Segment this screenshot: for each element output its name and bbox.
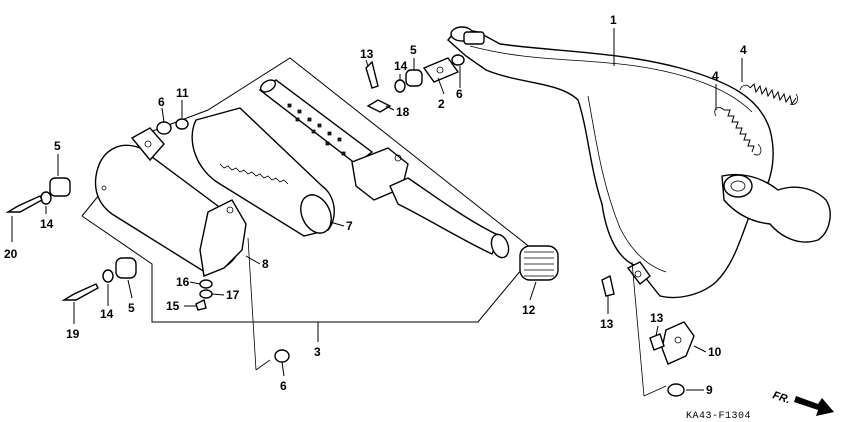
muffler-shell xyxy=(94,127,247,277)
callout-14-lower: 14 xyxy=(100,307,114,321)
callout-13-top: 13 xyxy=(360,47,374,61)
callout-5-lower: 5 xyxy=(128,301,135,315)
washer-16 xyxy=(199,279,213,289)
nut-5-left xyxy=(49,177,71,197)
callout-6-right: 6 xyxy=(456,87,463,101)
collar-6-top xyxy=(156,121,172,135)
collar-6-right xyxy=(451,54,465,66)
washer-14-top xyxy=(394,79,406,93)
callout-16: 16 xyxy=(176,275,190,289)
inner-perforated-pipe xyxy=(258,79,510,259)
bolt-13-mid xyxy=(601,274,615,297)
nut-5-lower xyxy=(115,257,137,279)
gasket-2 xyxy=(422,57,460,83)
callout-14-top: 14 xyxy=(394,59,408,73)
callout-5-top: 5 xyxy=(410,43,417,57)
front-direction-marker: FR. xyxy=(771,389,834,416)
nut-5-top xyxy=(405,69,423,87)
front-arrow-icon xyxy=(794,396,834,416)
callout-6-top: 6 xyxy=(158,95,165,109)
hardware xyxy=(5,54,695,397)
grommet-9 xyxy=(667,383,685,397)
bolt-13-top xyxy=(365,60,379,89)
collar-6-bottom xyxy=(274,349,290,363)
callout-20: 20 xyxy=(4,247,18,261)
diagram-code: KA43-F1304 xyxy=(686,411,751,422)
callout-6-bottom: 6 xyxy=(280,379,287,393)
callout-8: 8 xyxy=(262,257,269,271)
screw-15 xyxy=(195,298,207,311)
bolt-18 xyxy=(366,99,392,113)
callout-15: 15 xyxy=(166,299,180,313)
rubber-joint xyxy=(519,245,559,281)
callout-7: 7 xyxy=(346,219,353,233)
washer-17 xyxy=(199,289,213,299)
washer-14-left xyxy=(40,191,52,205)
spring-upper xyxy=(739,83,798,106)
callout-5-left: 5 xyxy=(54,139,61,153)
expansion-chamber xyxy=(447,26,831,299)
bolt-19 xyxy=(61,283,99,301)
callout-labels: 1 2 3 4 4 5 5 5 6 6 6 7 8 9 10 11 12 13 … xyxy=(4,13,747,397)
callout-17: 17 xyxy=(226,288,240,302)
callout-4-lower: 4 xyxy=(712,69,719,83)
front-label: FR. xyxy=(771,389,792,406)
callout-13-lower: 13 xyxy=(650,311,664,325)
leader-lines xyxy=(11,28,743,391)
callout-19: 19 xyxy=(66,327,80,341)
callout-11: 11 xyxy=(176,86,189,100)
grommet-11 xyxy=(175,118,189,130)
silencer-cover xyxy=(191,107,335,237)
callout-14-left: 14 xyxy=(40,217,54,231)
bolt-20 xyxy=(5,195,43,213)
callout-12: 12 xyxy=(522,303,536,317)
callout-18: 18 xyxy=(396,105,410,119)
callout-3: 3 xyxy=(314,345,321,359)
washer-14-lower xyxy=(102,269,114,283)
callout-9: 9 xyxy=(706,383,713,397)
callout-13-mid: 13 xyxy=(600,317,614,331)
bolt-13-lower xyxy=(649,333,665,351)
callout-1: 1 xyxy=(610,13,617,27)
callout-10: 10 xyxy=(708,345,722,359)
callout-2: 2 xyxy=(438,97,445,111)
callout-4-upper: 4 xyxy=(740,43,747,57)
